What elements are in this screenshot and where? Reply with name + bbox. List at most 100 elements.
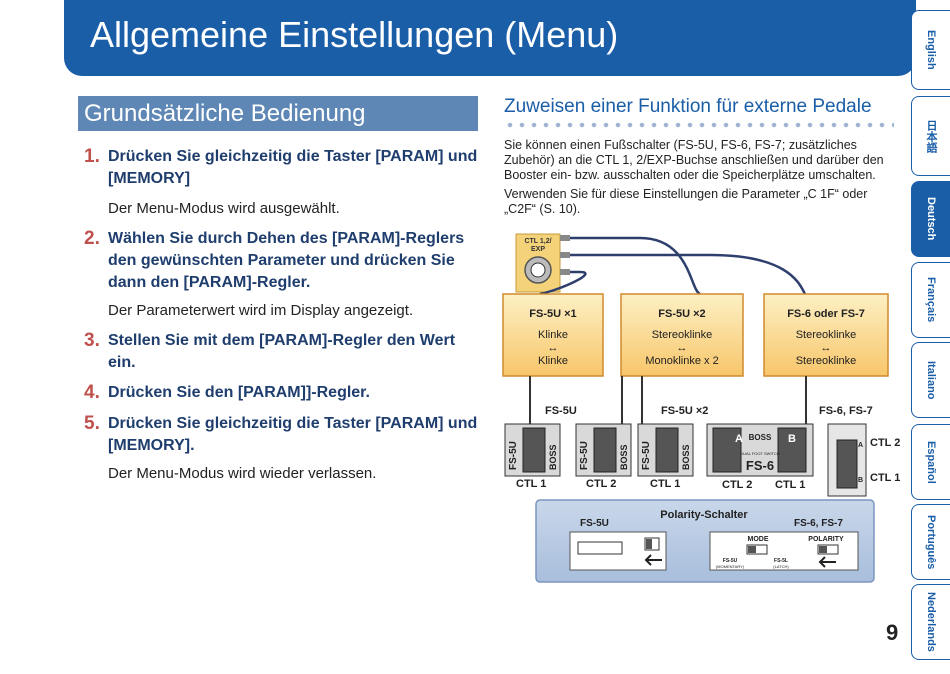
latch-label: FS-5L [774,558,788,564]
fs7-ctl-label: CTL 2 [870,437,900,449]
fs6-dual-footswitch: A B BOSS DUAL FOOT SWITCH FS-6 [706,423,814,477]
polarity-right-label: FS-6, FS-7 [794,518,843,529]
box-arrow-icon: ↔ [677,342,688,354]
boss-logo-text: BOSS [681,444,691,470]
box-title: FS-5U ×1 [529,308,576,320]
polarity-left-label: FS-5U [580,518,609,529]
cable-box-fs6-fs7 [763,293,889,377]
step-text: Wählen Sie durch Dehen des [PARAM]-Regle… [108,230,465,291]
step-number: 2. [84,228,100,249]
ctl-label: CTL 1 [650,478,680,490]
step-note: Der Parameterwert wird im Display angeze… [108,302,414,319]
language-tab-4[interactable]: Italiano [911,342,950,418]
plug-icon [560,252,570,258]
arrow-left-icon [644,554,662,566]
ctl-label: CTL 2 [722,479,752,491]
language-tab-label: Español [925,440,937,484]
box-line2: Stereoklinke [796,355,857,367]
polarity-switch-knob-icon [819,546,827,553]
boss-logo-text: BOSS [749,433,772,442]
step-number: 5. [84,413,100,434]
language-tab-3[interactable]: Français [911,262,950,338]
step-text: Drücken Sie gleichzeitig die Taster [PAR… [108,148,478,187]
pedal-group-label: FS-5U ×2 [661,405,708,417]
jack-hole-icon [530,262,546,278]
language-tab-label: English [925,30,937,70]
pedal-model-text: FS-5U [641,441,652,470]
step-note: Der Menu-Modus wird wieder verlassen. [108,465,377,482]
intro-paragraph: Sie können einen Fußschalter (FS-5U, FS-… [504,138,884,182]
cable-to-fs6 [562,253,807,295]
dotted-divider [504,122,894,128]
polarity-switch-knob-icon [646,539,652,549]
language-tab-6[interactable]: Português [911,504,950,580]
step-text: Drücken Sie gleichzeitig die Taster [PAR… [108,415,478,454]
language-tab-label: Nederlands [925,592,937,652]
mode-label: MODE [748,536,769,543]
language-tab-5[interactable]: Español [911,424,950,500]
polarity-switch-icon [817,544,839,555]
language-tab-2[interactable]: Deutsch [911,181,950,257]
ctl-label: CTL 2 [586,478,616,490]
box-line2: Klinke [538,355,568,367]
right-section-heading: Zuweisen einer Funktion für externe Peda… [504,96,872,117]
language-tab-label: Italiano [925,360,937,400]
boss-logo-text: BOSS [548,444,558,470]
step-text: Stellen Sie mit dem [PARAM]-Regler den W… [108,332,456,371]
polarity-title: Polarity-Schalter [660,509,748,521]
momentary-label: FS-5U [723,558,738,564]
plug-icon [560,269,570,275]
fs5u-jack-icon [577,541,623,555]
fs5u-pedal: FS-5U BOSS [504,423,561,477]
pedal-group-label: FS-6, FS-7 [819,405,873,417]
box-arrow-icon: ↔ [821,342,832,354]
language-tab-7[interactable]: Nederlands [911,584,950,660]
cable-to-fs5u-x2 [562,236,701,296]
switch-b-label: B [858,477,863,484]
box-line1: Klinke [538,329,568,341]
box-line2: Monoklinke x 2 [645,355,718,367]
switch-a-label: A [735,433,743,445]
mode-switch-knob-icon [748,546,756,553]
language-tab-label: Français [925,277,937,323]
language-tab-label: Deutsch [925,197,937,241]
box-line1: Stereoklinke [652,329,713,341]
switch-a-label: A [858,442,863,449]
parameter-paragraph: Verwenden Sie für diese Einstellungen di… [504,187,868,216]
box-title: FS-6 oder FS-7 [787,308,865,320]
step-number: 4. [84,382,100,403]
page-header: Allgemeine Einstellungen (Menu) [64,0,916,76]
cable-box-fs5u-x2 [620,293,744,377]
jack-label-line1: CTL 1,2/ [524,238,551,245]
pedal-model-text: FS-5U [508,441,519,470]
box-line1: Stereoklinke [796,329,857,341]
pedal-group-label: FS-5U [545,405,577,417]
pedal-model-text: FS-5U [579,441,590,470]
fs5u-pedal: FS-5U BOSS [575,423,632,477]
language-tab-1[interactable]: 日本語 [911,96,950,176]
jack-label-line2: EXP [531,246,545,253]
momentary-sublabel: (MOMENTARY) [716,564,745,569]
step-note: Der Menu-Modus wird ausgewählt. [108,200,340,217]
box-title: FS-5U ×2 [658,308,705,320]
fs7-ctl-label: CTL 1 [870,472,900,484]
page-title: Allgemeine Einstellungen (Menu) [90,14,619,55]
step-number: 3. [84,330,100,351]
ctl-label: CTL 1 [775,479,805,491]
cable-box-fs5u-x1 [502,293,604,377]
fs5u-pedal: FS-5U BOSS [637,423,694,477]
latch-sublabel: (LATCH) [773,564,789,569]
cable-to-fs5u [539,270,587,296]
plug-icon [560,235,570,241]
section-heading: Grundsätzliche Bedienung [84,100,366,127]
language-tab-0[interactable]: English [911,10,950,90]
language-tab-label: 日本語 [925,119,937,153]
fs7-footswitch: A B [827,423,867,497]
step-text: Drücken Sie den [PARAM]]-Regler. [108,384,370,401]
arrow-left-icon [818,556,836,568]
step-number: 1. [84,146,100,167]
section-heading-banner: Grundsätzliche Bedienung [78,96,478,131]
box-arrow-icon: ↔ [548,342,559,354]
switch-b-label: B [788,433,796,445]
